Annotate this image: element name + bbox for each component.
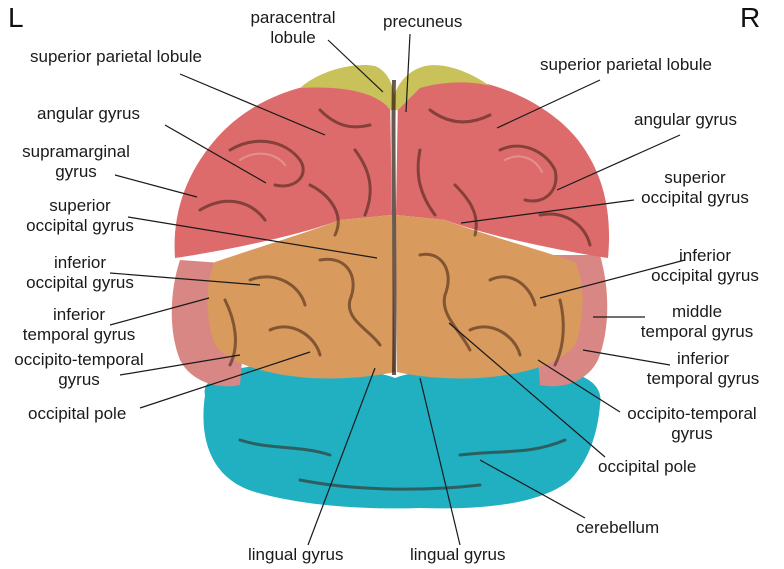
- label-middle-temporal-gyrus-right: middle temporal gyrus: [640, 302, 754, 341]
- lingual-left-leader: [307, 367, 376, 546]
- label-occipital-pole-right: occipital pole: [598, 457, 697, 476]
- label-superior-occipital-gyrus-right: superior occipital gyrus: [641, 168, 749, 207]
- sup-parietal-left-leader: [179, 73, 326, 136]
- label-inferior-occipital-gyrus-right: inferior occipital gyrus: [651, 246, 759, 285]
- label-supramarginal-gyrus-left: supramarginal gyrus: [22, 142, 130, 181]
- lingual-right-leader: [419, 377, 461, 546]
- inf-temporal-right-leader: [582, 349, 671, 366]
- leader-lines: [109, 33, 686, 546]
- label-occipito-temporal-gyrus-left: occipito-temporal gyrus: [14, 350, 144, 389]
- occipital-pole-left-leader: [139, 351, 311, 409]
- sup-occipital-left-leader: [127, 216, 378, 259]
- label-occipital-pole-left: occipital pole: [28, 404, 127, 423]
- label-angular-gyrus-right: angular gyrus: [634, 110, 738, 129]
- precuneus-leader: [405, 33, 411, 113]
- right-occipital-region: [396, 215, 583, 379]
- label-lingual-gyrus-left: lingual gyrus: [248, 545, 344, 564]
- paracentral-leader: [327, 39, 384, 93]
- occipital-pole-right-leader: [448, 322, 606, 458]
- right-parietal-region: [396, 77, 610, 258]
- inf-occipital-left-leader: [109, 272, 261, 286]
- label-superior-parietal-lobule-right: superior parietal lobule: [540, 55, 712, 74]
- supramarginal-left-leader: [114, 174, 198, 198]
- label-superior-parietal-lobule-left: superior parietal lobule: [30, 47, 202, 66]
- label-superior-occipital-gyrus-left: superior occipital gyrus: [26, 196, 134, 235]
- label-precuneus: precuneus: [383, 12, 463, 31]
- label-inferior-occipital-gyrus-left: inferior occipital gyrus: [26, 253, 134, 292]
- label-paracentral-lobule: paracentral lobule: [250, 8, 336, 47]
- label-lingual-gyrus-right: lingual gyrus: [410, 545, 506, 564]
- occipito-temporal-right-leader: [537, 359, 621, 413]
- angular-right-leader: [556, 134, 681, 191]
- paracentral-region: [300, 64, 490, 110]
- occipito-temporal-left-leader: [119, 354, 241, 376]
- inf-occipital-right-leader: [539, 259, 686, 299]
- cerebellum-region: [203, 364, 601, 509]
- sup-occipital-right-leader: [460, 199, 635, 224]
- cerebellum-leader: [479, 459, 586, 519]
- sup-parietal-right-leader: [496, 79, 601, 129]
- label-angular-gyrus-left: angular gyrus: [37, 104, 141, 123]
- inf-temporal-left-leader: [109, 297, 210, 326]
- left-side-marker: L: [8, 2, 24, 33]
- label-cerebellum: cerebellum: [576, 518, 660, 537]
- label-inferior-temporal-gyrus-right: inferior temporal gyrus: [646, 349, 760, 388]
- angular-left-leader: [164, 124, 267, 184]
- label-inferior-temporal-gyrus-left: inferior temporal gyrus: [22, 305, 136, 344]
- label-occipito-temporal-gyrus-right: occipito-temporal gyrus: [627, 404, 757, 443]
- right-side-marker: R: [740, 2, 761, 33]
